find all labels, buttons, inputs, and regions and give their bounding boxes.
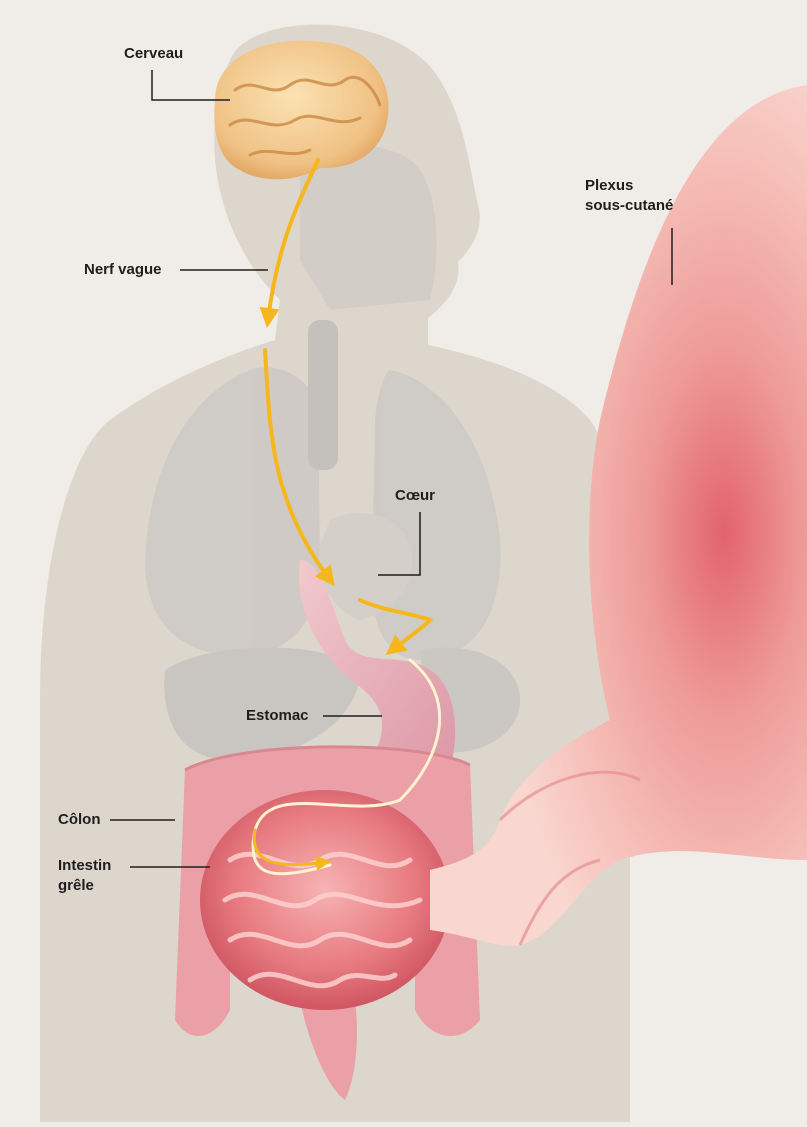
label-plexus-line2: sous-cutané bbox=[585, 196, 673, 216]
label-small-intestine: Intestin grêle bbox=[58, 856, 111, 896]
trachea bbox=[308, 320, 338, 470]
small-intestine bbox=[200, 790, 450, 1010]
label-plexus-line1: Plexus bbox=[585, 176, 673, 196]
label-subcutaneous-plexus: Plexus sous-cutané bbox=[585, 176, 673, 216]
label-vagus-nerve: Nerf vague bbox=[84, 260, 162, 280]
label-small-intestine-line1: Intestin bbox=[58, 856, 111, 876]
label-heart: Cœur bbox=[395, 486, 435, 506]
head-cavity bbox=[300, 144, 437, 310]
label-colon: Côlon bbox=[58, 810, 101, 830]
label-colon-text: Côlon bbox=[58, 810, 101, 830]
label-brain-text: Cerveau bbox=[124, 44, 183, 64]
label-stomach: Estomac bbox=[246, 706, 309, 726]
label-heart-text: Cœur bbox=[395, 486, 435, 506]
label-small-intestine-line2: grêle bbox=[58, 876, 111, 896]
label-vagus-nerve-text: Nerf vague bbox=[84, 260, 162, 280]
label-brain: Cerveau bbox=[124, 44, 183, 64]
label-stomach-text: Estomac bbox=[246, 706, 309, 726]
